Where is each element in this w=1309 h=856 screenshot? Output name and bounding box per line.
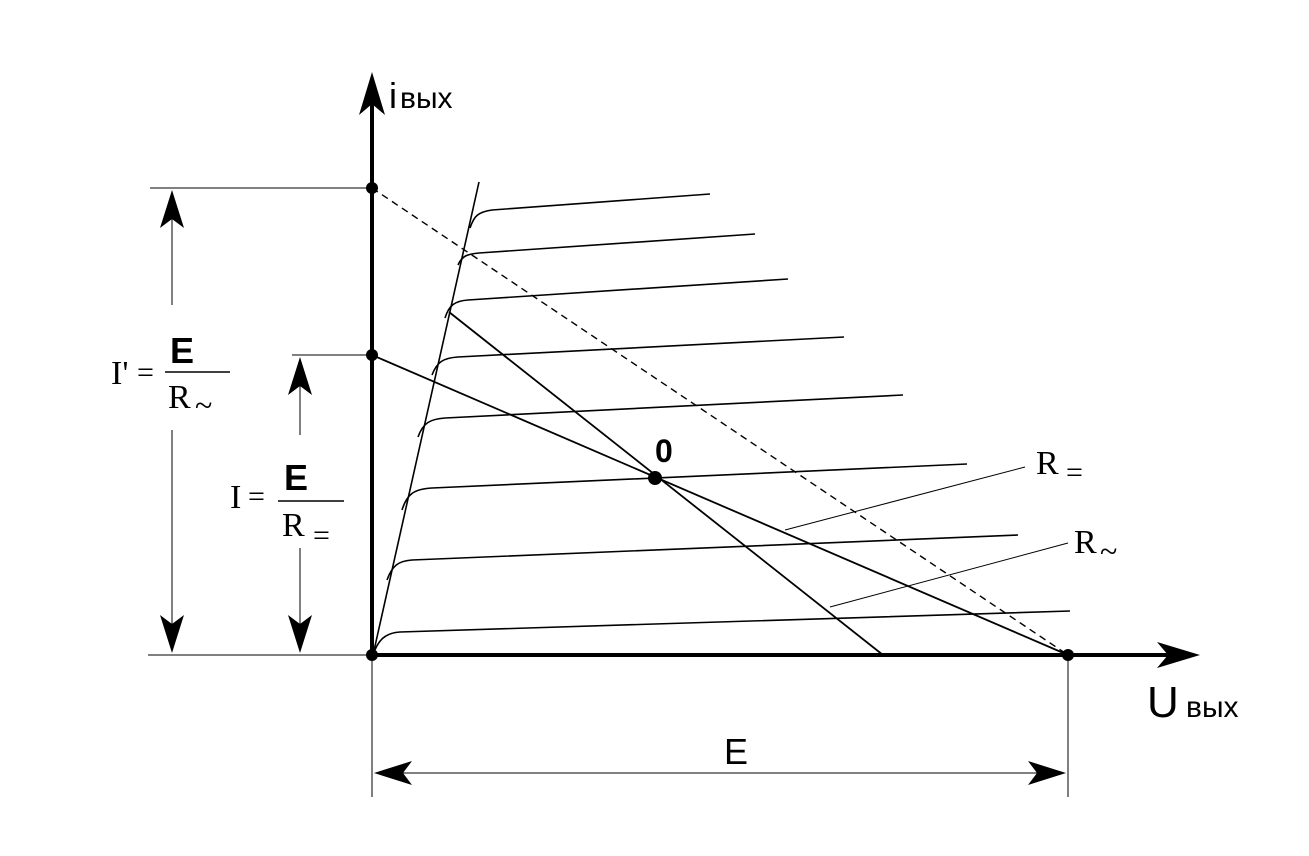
formula-numerator: E (284, 457, 308, 498)
characteristic-curve (386, 534, 1019, 581)
r-ac-mark: ~ (1100, 533, 1117, 569)
i-dc-dimension (288, 354, 372, 653)
characteristic-curve (431, 336, 845, 376)
formula-equals: = (137, 356, 154, 389)
characteristic-curve (401, 463, 968, 511)
r-dc-letter: R (1036, 445, 1059, 482)
characteristic-curve (444, 278, 789, 319)
axes (359, 72, 1200, 668)
e-dimension-label: E (724, 731, 748, 772)
formula-lhs: I (230, 479, 241, 516)
arrow-right-icon (1028, 761, 1066, 785)
formula-numerator: E (170, 330, 194, 371)
characteristic-curve (457, 233, 756, 266)
formula-denominator-mark: = (313, 519, 330, 552)
i-prime-dimension (148, 187, 372, 656)
dc-load-line (371, 354, 1069, 656)
output-characteristics (372, 193, 1071, 656)
formula-denominator: R (282, 507, 305, 544)
i-prime-formula: I' = E R ~ (111, 330, 230, 423)
formula-denominator: R (168, 379, 191, 416)
arrow-down-icon (288, 615, 312, 653)
formula-lhs: I' (111, 355, 128, 392)
characteristic-curve (417, 394, 904, 438)
r-ac-leader (829, 542, 1069, 608)
formula-equals: = (248, 480, 265, 513)
r-ac-label: R ~ (1074, 524, 1117, 569)
r-dc-label: R = (1036, 445, 1083, 489)
i-dc-formula: I = E R = (230, 457, 344, 552)
saturation-line (372, 181, 480, 656)
operating-point-label: 0 (655, 433, 673, 469)
r-dc-mark: = (1066, 456, 1083, 489)
operating-point (648, 471, 662, 485)
arrow-down-icon (160, 615, 184, 653)
r-dc-leader (784, 466, 1026, 531)
characteristic-curve (372, 610, 1071, 656)
r-ac-letter: R (1074, 524, 1097, 561)
e-point (1062, 649, 1074, 661)
e-dimension (371, 660, 1069, 797)
ac-load-line (448, 311, 884, 656)
dashed-reference-line (371, 187, 1069, 656)
arrow-up-icon (160, 190, 184, 228)
characteristic-curve (469, 193, 711, 229)
formula-denominator-mark: ~ (195, 387, 212, 423)
arrow-left-icon (374, 761, 412, 785)
arrow-up-icon (288, 357, 312, 395)
x-axis-arrow-icon (1157, 642, 1200, 668)
y-axis-arrow-icon (359, 72, 385, 115)
